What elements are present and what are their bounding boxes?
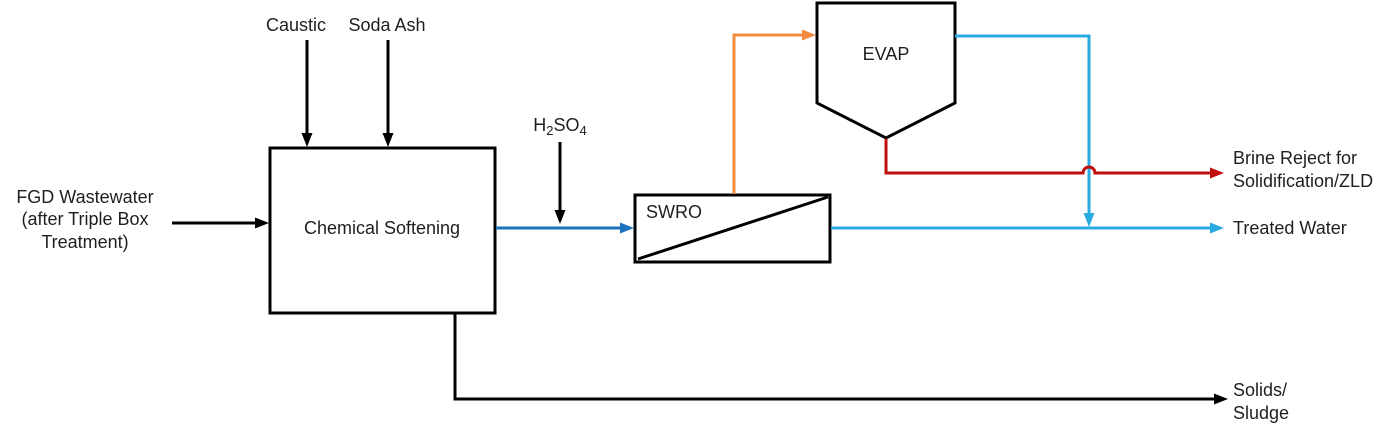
solids-stream-line [453,313,1214,401]
treated-water-label: Treated Water [1233,218,1347,238]
h2so4-stream-arrowhead [554,210,566,224]
evap-vessel [815,1,957,140]
evap-distillate-arrowhead [1083,213,1095,227]
swro-membrane-diagonal [637,195,829,261]
evap-label: EVAP [863,44,910,64]
treated-water-arrowhead [1210,222,1224,234]
solids-label-line1: Solids/ [1233,380,1287,400]
caustic-label: Caustic [266,15,326,35]
softened-water-arrowhead [620,222,634,234]
feed-label-line1: FGD Wastewater [16,187,153,207]
feed-label-line2: (after Triple Box [21,209,148,229]
swro-concentrate-arrowhead [802,29,816,41]
soda-ash-stream-arrowhead [382,133,394,147]
evap-brine-line [884,139,1210,175]
feed-stream-arrowhead [255,217,269,229]
h2so4-label: H2SO4 [533,115,586,138]
solids-label-line2: Sludge [1233,403,1289,423]
swro-concentrate-line [732,33,803,194]
brine-reject-label-line1: Brine Reject for [1233,148,1357,168]
caustic-stream-arrowhead [301,133,313,147]
swro-label: SWRO [646,202,702,222]
chemical-softening-box [268,146,497,315]
evap-distillate-line [955,34,1091,214]
evap-brine-arrowhead [1210,167,1224,179]
soda-ash-label: Soda Ash [348,15,425,35]
solids-stream-arrowhead [1214,393,1228,405]
brine-reject-label-line2: Solidification/ZLD [1233,171,1373,191]
chemical-softening-label: Chemical Softening [304,218,460,238]
feed-label-line3: Treatment) [41,232,128,252]
